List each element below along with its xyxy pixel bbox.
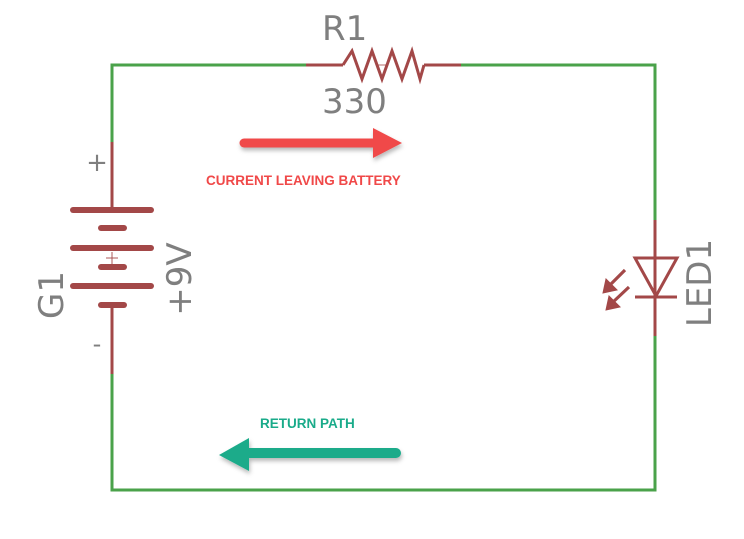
return-arrow	[219, 438, 401, 471]
battery-plus-sign: +	[86, 148, 108, 178]
return-arrow-head	[219, 438, 249, 471]
battery-center-cross	[106, 252, 118, 264]
battery-g1[interactable]: + - G1 +9V	[32, 142, 200, 374]
battery-minus-sign: -	[93, 330, 102, 358]
current-arrow	[239, 128, 402, 158]
return-annotation-label: RETURN PATH	[260, 416, 355, 431]
led-name-label: LED1	[680, 239, 720, 327]
battery-name-label: G1	[32, 271, 72, 319]
led-led1[interactable]: LED1	[602, 220, 720, 336]
battery-value-label: +9V	[160, 242, 200, 315]
wires	[110, 63, 657, 492]
resistor-r1[interactable]: R1 330	[306, 9, 461, 122]
wire-left-top	[110, 63, 308, 144]
current-arrow-head	[373, 128, 402, 158]
led-light-emission-icon	[602, 268, 631, 311]
resistor-value-label: 330	[322, 82, 387, 122]
resistor-name-label: R1	[322, 9, 367, 49]
wire-bottom	[110, 334, 657, 492]
current-annotation-label: CURRENT LEAVING BATTERY	[206, 173, 401, 188]
